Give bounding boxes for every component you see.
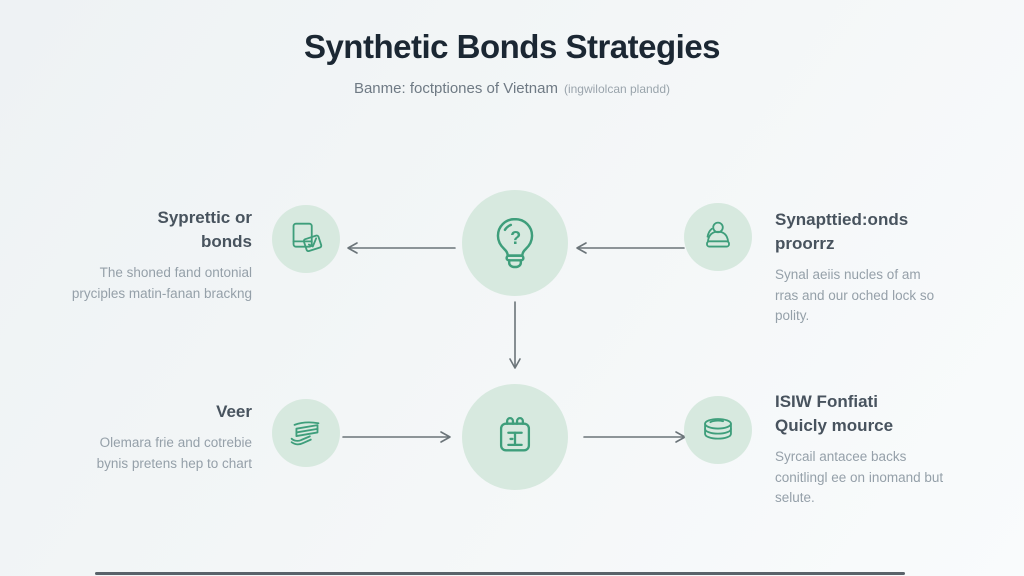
arrow-bottomleft-to-center — [342, 431, 451, 443]
node-bottom-right-body: Syrcail antacee backs conitlingl ee on i… — [775, 448, 944, 506]
node-bottom-center-circle — [462, 384, 568, 490]
node-bottom-right-circle — [684, 396, 752, 464]
subtitle-note: (ingwilolcan plandd) — [563, 82, 671, 96]
calendar-icon — [499, 417, 531, 452]
page-title: Synthetic Bonds Strategies — [303, 28, 721, 65]
node-top-left-body: The shoned fand ontonial pryciples matin… — [71, 264, 252, 301]
arrow-top-to-bottom-center — [509, 301, 521, 369]
document-check-icon — [292, 222, 323, 253]
node-bottom-left-body: Olemara frie and cotrebie bynis pretens … — [96, 434, 252, 471]
person-icon — [706, 221, 730, 248]
node-bottom-right-heading: ISIW Fonfiati Quicly mource — [775, 392, 894, 435]
node-top-left-heading: Syprettic or bonds — [157, 208, 252, 251]
coins-icon — [704, 418, 732, 440]
bottom-edge-bar — [95, 572, 905, 575]
node-top-left-circle — [272, 205, 340, 273]
lightbulb-question-mark: ? — [510, 228, 521, 248]
node-top-center-circle: ? — [462, 190, 568, 296]
lightbulb-question-icon: ? — [496, 217, 534, 269]
arrow-center-to-bottomright — [583, 431, 686, 443]
node-top-left-text: Syprettic or bonds The shoned fand onton… — [28, 206, 252, 304]
node-bottom-left-circle — [272, 399, 340, 467]
node-bottom-left-text: Veer Olemara frie and cotrebie bynis pre… — [28, 400, 252, 475]
node-bottom-right-text: ISIW Fonfiati Quicly mource Syrcail anta… — [775, 390, 1010, 509]
arrow-topright-to-center — [576, 242, 685, 254]
node-top-right-heading: Synapttied:onds proorrz — [775, 210, 909, 253]
node-bottom-left-heading: Veer — [216, 402, 252, 421]
page-subtitle: Banme: foctptiones of Vietnam (ingwilolca… — [0, 80, 1024, 97]
subtitle-text: Banme: foctptiones of Vietnam — [353, 80, 558, 97]
node-top-right-circle — [684, 203, 752, 271]
node-top-right-text: Synapttied:onds proorrz Synal aeiis nucl… — [775, 208, 1010, 327]
hand-money-icon — [290, 421, 320, 446]
arrow-center-to-topleft — [347, 242, 456, 254]
node-top-right-body: Synal aeiis nucles of am rras and our oc… — [775, 266, 935, 324]
